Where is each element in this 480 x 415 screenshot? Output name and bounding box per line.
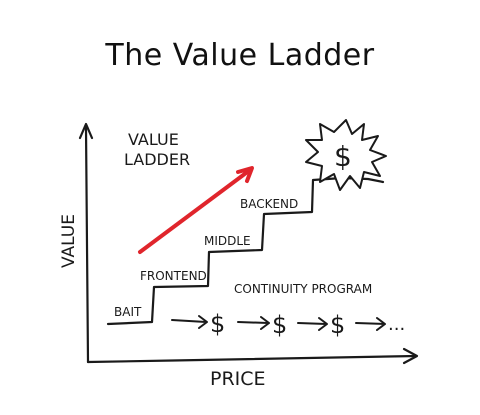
continuity-arrows: [171, 315, 386, 331]
continuity-arrow-2: [237, 316, 270, 330]
x-axis-label: PRICE: [210, 368, 266, 390]
page-title: The Value Ladder: [105, 38, 375, 73]
step-label-bait: BAIT: [114, 305, 142, 319]
value-ladder-heading-line2: LADDER: [124, 150, 190, 169]
y-axis-label: VALUE: [59, 214, 79, 268]
axes: [78, 122, 419, 365]
x-axis-line: [86, 354, 418, 364]
x-axis-arrowhead: [402, 347, 419, 365]
step-label-frontend: FRONTEND: [140, 269, 207, 283]
step-label-middle: MIDDLE: [204, 234, 251, 248]
continuity-dollar-1: $: [210, 310, 225, 338]
continuity-program-label: CONTINUITY PROGRAM: [234, 282, 372, 296]
starburst-dollar: $: [334, 140, 352, 173]
y-axis-arrowhead: [78, 122, 94, 140]
step-label-backend: BACKEND: [240, 197, 298, 211]
continuity-arrow-1: [171, 315, 208, 329]
continuity-arrow-4: [355, 317, 386, 331]
continuity-dollar-2: $: [272, 311, 287, 339]
red-growth-arrow: [138, 166, 254, 254]
continuity-arrow-3: [297, 317, 328, 331]
continuity-ellipsis: ...: [388, 314, 405, 335]
value-ladder-heading-line1: VALUE: [128, 130, 179, 149]
y-axis-line: [84, 126, 90, 364]
continuity-dollar-3: $: [330, 311, 345, 339]
starburst-icon: $: [305, 119, 387, 191]
